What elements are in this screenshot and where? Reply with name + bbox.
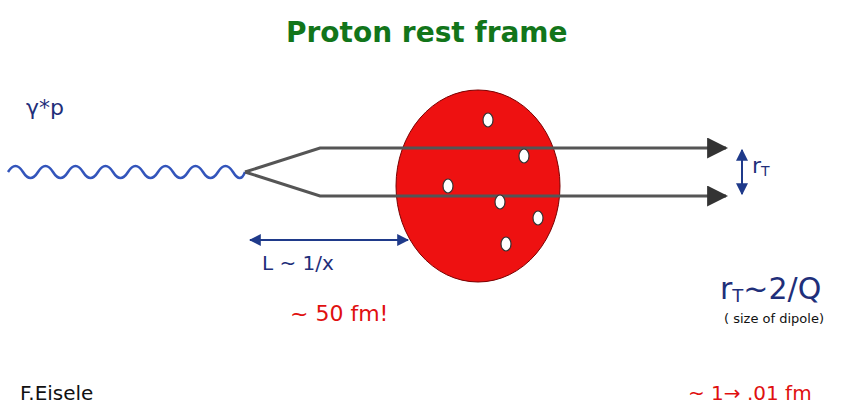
parton-dots xyxy=(443,113,543,251)
antiquark-line xyxy=(245,172,726,196)
size-range: ~ 1→ .01 fm xyxy=(688,382,812,404)
diagram-title: Proton rest frame xyxy=(286,18,568,49)
author-credit: F.Eisele xyxy=(20,382,93,404)
length-label: L ~ 1/x xyxy=(262,252,334,274)
size-symbol: r xyxy=(720,272,732,305)
dipole-size-arrow xyxy=(741,150,743,194)
size-formula: ~2/Q xyxy=(743,272,821,305)
dipole-note: ( size of dipole) xyxy=(724,312,824,326)
photon-label: γ*p xyxy=(26,96,64,120)
length-arrow xyxy=(250,239,408,241)
quark-line xyxy=(245,148,726,172)
size-symbol: r xyxy=(752,154,761,178)
proton-ellipse xyxy=(396,90,560,282)
size-subscript: T xyxy=(761,164,770,179)
size-subscript: T xyxy=(732,286,743,306)
length-value: ~ 50 fm! xyxy=(290,302,388,326)
photon-wave xyxy=(8,166,245,178)
